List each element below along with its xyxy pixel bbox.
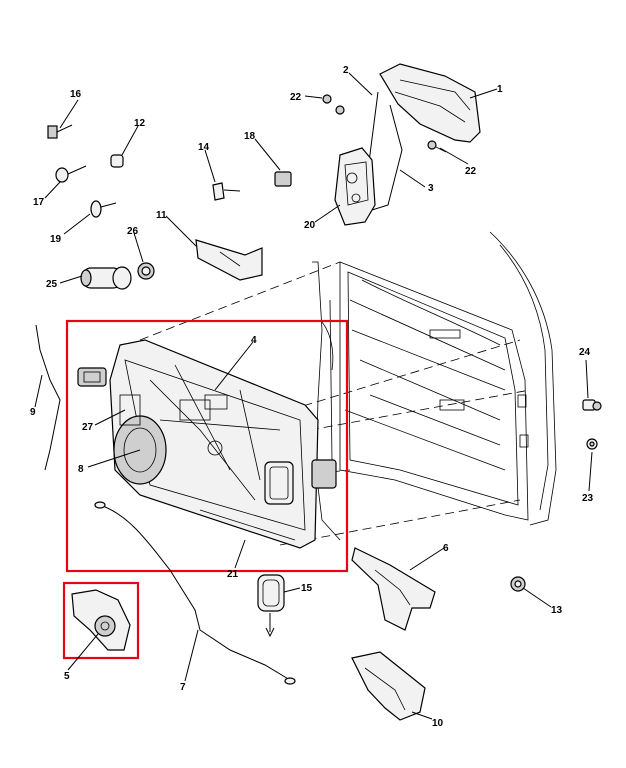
bolt-17 bbox=[55, 165, 87, 183]
clip-18 bbox=[274, 171, 292, 187]
callout-4: 4 bbox=[251, 335, 257, 346]
cable-end-7a bbox=[94, 501, 106, 509]
callout-22-right: 22 bbox=[465, 166, 477, 177]
callout-2: 2 bbox=[343, 65, 349, 76]
regulator-10 bbox=[351, 651, 426, 721]
callout-6: 6 bbox=[443, 543, 449, 554]
nut-23 bbox=[586, 438, 598, 450]
callout-14: 14 bbox=[198, 142, 210, 153]
callout-23: 23 bbox=[582, 493, 594, 504]
hinge-pin-25 bbox=[80, 266, 132, 290]
bolt-19 bbox=[90, 200, 117, 218]
grommet-13 bbox=[510, 576, 526, 592]
callout-20: 20 bbox=[304, 220, 316, 231]
bushing-26 bbox=[137, 262, 155, 280]
clip-14 bbox=[212, 182, 241, 201]
bolt-24 bbox=[582, 399, 602, 411]
callout-3: 3 bbox=[428, 183, 434, 194]
callout-12: 12 bbox=[134, 118, 146, 129]
callout-21: 21 bbox=[227, 569, 239, 580]
callout-9: 9 bbox=[30, 407, 36, 418]
exterior-handle bbox=[379, 63, 481, 143]
callout-8: 8 bbox=[78, 464, 84, 475]
callout-27: 27 bbox=[82, 422, 94, 433]
callout-labels: 1 2 3 4 5 6 7 8 9 10 11 12 13 14 15 16 1… bbox=[30, 65, 594, 729]
clip-12 bbox=[110, 154, 124, 168]
callout-26: 26 bbox=[127, 226, 139, 237]
screw-22-lower bbox=[427, 140, 447, 153]
bracket-11 bbox=[195, 239, 263, 281]
callout-22-top: 22 bbox=[290, 92, 302, 103]
latch-rod bbox=[371, 104, 403, 211]
callout-15: 15 bbox=[301, 583, 313, 594]
screw-22-upper bbox=[322, 94, 345, 115]
release-cable-9 bbox=[35, 324, 61, 471]
leader-lines bbox=[34, 72, 593, 720]
callout-7: 7 bbox=[180, 682, 186, 693]
callout-1: 1 bbox=[497, 84, 503, 95]
callout-18: 18 bbox=[244, 131, 256, 142]
callout-10: 10 bbox=[432, 718, 444, 729]
callout-17: 17 bbox=[33, 197, 45, 208]
seal-15 bbox=[257, 574, 285, 638]
cable-end-7b bbox=[284, 677, 296, 685]
callout-5: 5 bbox=[64, 671, 70, 682]
callout-19: 19 bbox=[50, 234, 62, 245]
door-latch bbox=[334, 147, 376, 226]
lock-cable-7 bbox=[99, 504, 291, 681]
bolt-16 bbox=[47, 124, 73, 139]
highlight-box-motor bbox=[62, 581, 140, 660]
callout-25: 25 bbox=[46, 279, 58, 290]
callout-24: 24 bbox=[579, 347, 591, 358]
callout-11: 11 bbox=[156, 210, 167, 221]
door-module-carrier bbox=[77, 339, 337, 549]
callout-16: 16 bbox=[70, 89, 82, 100]
window-motor-5 bbox=[71, 589, 131, 651]
callout-13: 13 bbox=[551, 605, 563, 616]
door-shell bbox=[312, 231, 557, 541]
highlight-box-module bbox=[65, 319, 349, 573]
regulator-bracket-6 bbox=[351, 547, 436, 631]
